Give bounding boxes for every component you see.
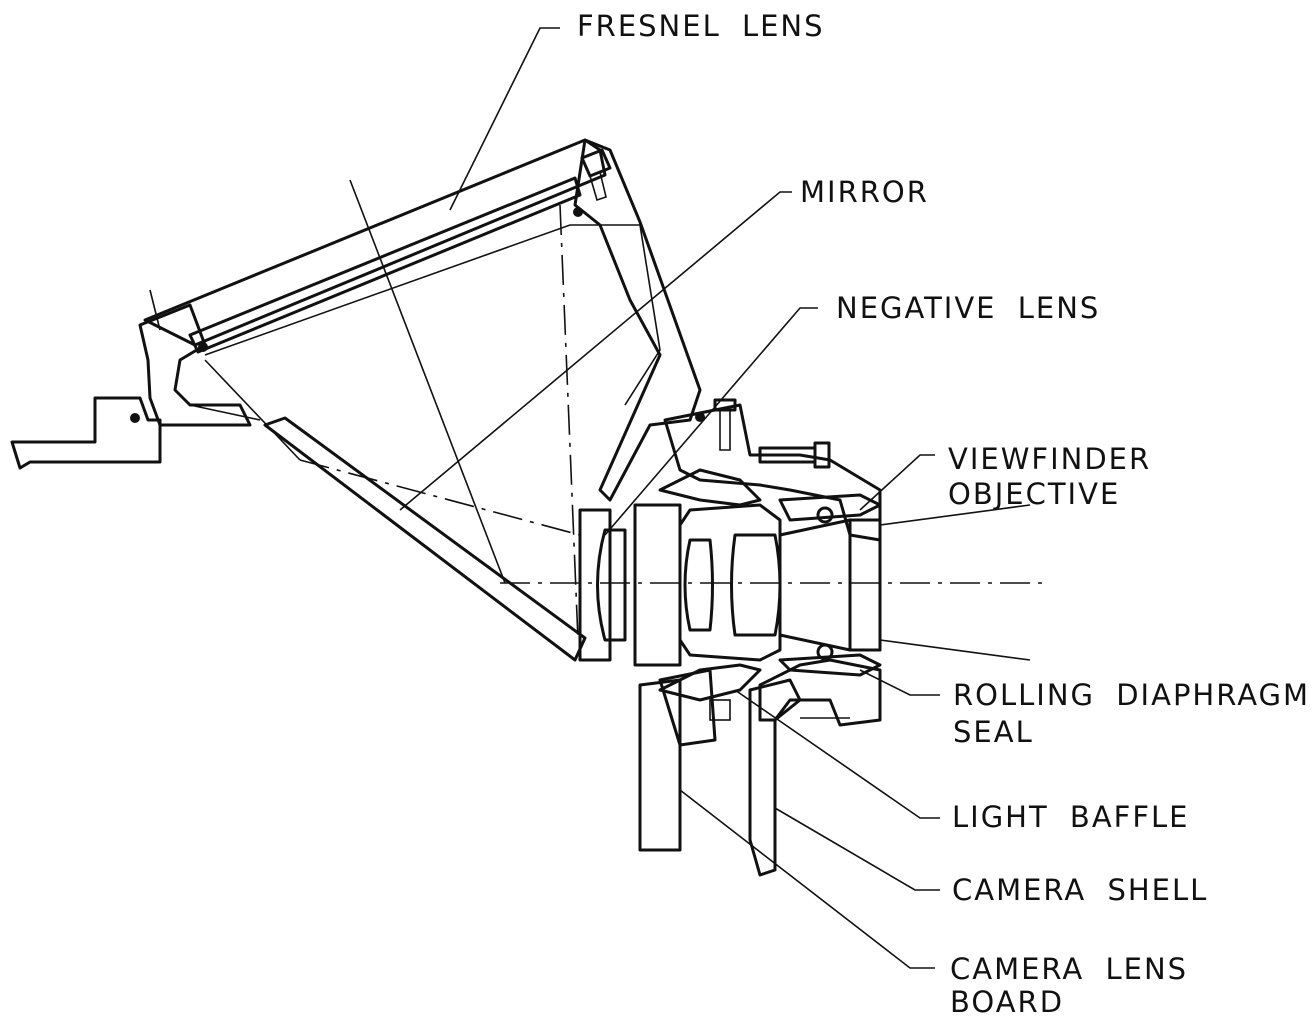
camera-parts <box>638 668 802 877</box>
leader-viewfinder-objective <box>859 454 935 511</box>
mounting-foot <box>10 396 162 470</box>
leader-camera-shell <box>774 807 940 891</box>
label-viewfinder-objective-line1: VIEWFINDER <box>948 442 1152 476</box>
leader-camera-lens-board <box>679 789 935 969</box>
o-ring <box>130 413 140 423</box>
o-ring <box>573 207 583 217</box>
rolling-diaphragm-seal-lower <box>778 653 882 677</box>
light-baffle <box>658 468 762 507</box>
label-light-baffle: LIGHT BAFFLE <box>952 800 1190 834</box>
light-baffle-lower <box>658 663 762 702</box>
hood-top-frame <box>143 138 607 347</box>
front-bracket <box>578 508 612 662</box>
side-screw-head <box>813 441 831 469</box>
lens-element <box>730 533 782 637</box>
label-camera-lens-board-line2: BOARD <box>950 985 1065 1019</box>
fresnel-lens-plate <box>188 176 582 354</box>
label-mirror: MIRROR <box>800 175 929 209</box>
leader-fresnel-lens <box>449 27 560 211</box>
label-camera-lens-board-line1: CAMERA LENS <box>950 952 1189 986</box>
camera-shell <box>748 678 802 877</box>
lens-element <box>596 528 627 642</box>
lens-cell <box>633 503 682 667</box>
leader-rolling-diaphragm <box>859 669 940 696</box>
top-screw <box>580 148 612 178</box>
leader-mirror <box>399 191 792 511</box>
camera-lens-board-flange <box>658 668 717 747</box>
camera-lens-board <box>638 678 682 852</box>
label-rolling-diaphragm-line2: SEAL <box>953 715 1034 749</box>
viewfinder-hood-housing <box>10 138 705 662</box>
leader-negative-lens <box>604 307 818 536</box>
label-camera-shell: CAMERA SHELL <box>952 873 1209 907</box>
label-negative-lens: NEGATIVE LENS <box>836 291 1101 325</box>
lens-element <box>683 538 714 632</box>
rolling-diaphragm-seal <box>778 493 882 522</box>
optical-rays <box>149 179 1050 719</box>
mirror-plate <box>263 416 587 662</box>
label-fresnel-lens: FRESNEL LENS <box>577 9 825 43</box>
leader-light-baffle <box>734 689 940 819</box>
label-rolling-diaphragm-line1: ROLLING DIAPHRAGM <box>953 678 1311 712</box>
hood-right-wall <box>573 138 702 502</box>
mount-screw <box>713 398 737 412</box>
exit-cone <box>779 518 882 652</box>
hood-frame-left <box>138 303 252 427</box>
lens-barrel-assembly <box>578 398 882 727</box>
label-viewfinder-objective-line2: OBJECTIVE <box>948 477 1121 511</box>
lens-mount-block <box>663 403 882 542</box>
seal-ring <box>816 506 834 524</box>
o-ring <box>198 342 208 352</box>
lens-mount-block-lower <box>758 658 882 727</box>
leader-lines <box>399 27 940 969</box>
seal-ring <box>816 643 834 661</box>
